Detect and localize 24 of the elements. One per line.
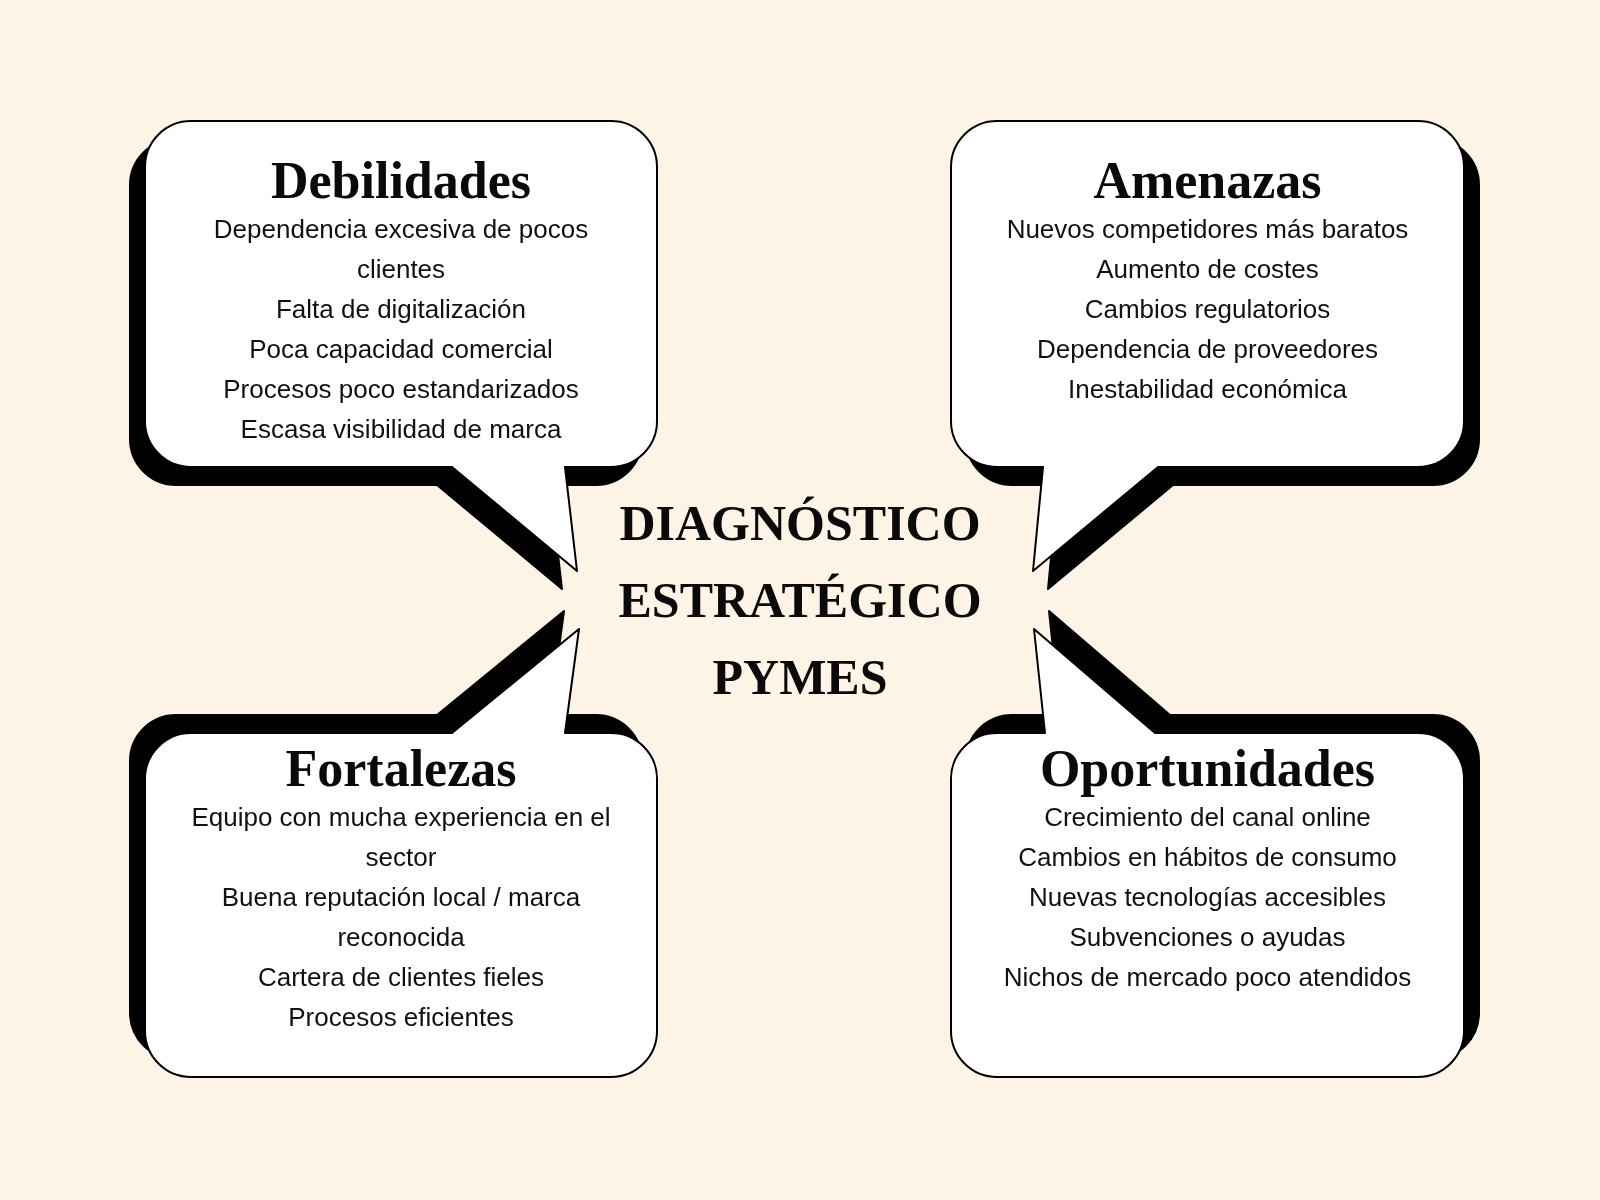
list-item: Nuevos competidores más baratos bbox=[1006, 213, 1409, 246]
list-item: Subvenciones o ayudas bbox=[1069, 921, 1346, 954]
list-item: Falta de digitalización bbox=[275, 293, 526, 326]
bubble-heading: Amenazas bbox=[1093, 153, 1322, 209]
bubble-heading: Fortalezas bbox=[285, 741, 517, 797]
list-item: Dependencia de proveedores bbox=[1036, 333, 1379, 366]
list-item: Equipo con mucha experiencia en el sector bbox=[190, 801, 612, 874]
list-item: Poca capacidad comercial bbox=[249, 333, 553, 366]
list-item: Aumento de costes bbox=[1096, 253, 1319, 286]
bubble-heading: Debilidades bbox=[270, 153, 532, 209]
list-item: Buena reputación local / marca reconocida bbox=[220, 881, 582, 954]
list-item: Cartera de clientes fieles bbox=[257, 961, 545, 994]
list-item: Escasa visibilidad de marca bbox=[240, 413, 562, 446]
bubble-heading: Oportunidades bbox=[1039, 741, 1376, 797]
list-item: Nuevas tecnologías accesibles bbox=[1029, 881, 1386, 914]
list-item: Cambios regulatorios bbox=[1084, 293, 1331, 326]
list-item: Inestabilidad económica bbox=[1068, 373, 1347, 406]
list-item: Procesos eficientes bbox=[288, 1001, 514, 1034]
list-item: Crecimiento del canal online bbox=[1044, 801, 1371, 834]
list-item: Dependencia excesiva de pocos clientes bbox=[212, 213, 590, 286]
diagram-title: DIAGNÓSTICO ESTRATÉGICO PYMES bbox=[618, 494, 982, 707]
list-item: Procesos poco estandarizados bbox=[223, 373, 579, 406]
list-item: Nichos de mercado poco atendidos bbox=[1003, 961, 1412, 994]
list-item: Cambios en hábitos de consumo bbox=[1018, 841, 1397, 874]
